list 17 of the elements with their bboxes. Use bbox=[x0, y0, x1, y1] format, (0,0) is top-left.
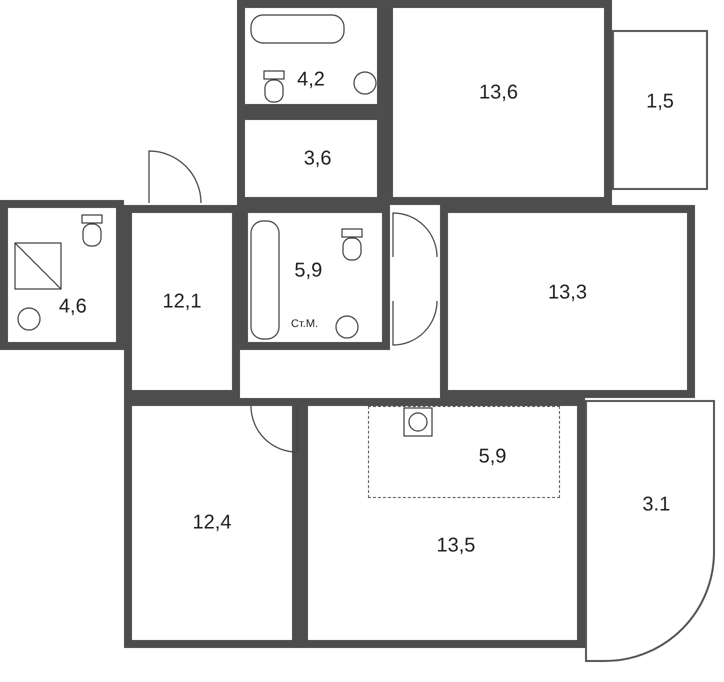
area-label: 13,6 bbox=[479, 82, 518, 105]
area-label: 12,1 bbox=[162, 290, 202, 313]
area-label: 5,9 bbox=[478, 445, 506, 468]
area-label: 1,5 bbox=[646, 90, 674, 114]
balcony bbox=[612, 30, 708, 190]
area-label: 13,3 bbox=[548, 281, 587, 304]
area-label: 4,2 bbox=[297, 68, 325, 92]
appliance-label: Ст.М. bbox=[291, 318, 318, 330]
area-label: 4,6 bbox=[58, 296, 87, 319]
kitchen-zone bbox=[368, 406, 560, 498]
area-label: 5,9 bbox=[294, 260, 322, 283]
balcony bbox=[585, 400, 715, 662]
area-label: 12,4 bbox=[192, 512, 232, 534]
room bbox=[0, 200, 124, 350]
area-label: 13,5 bbox=[436, 534, 476, 558]
area-label: 3.1 bbox=[642, 494, 670, 517]
area-label: 3,6 bbox=[304, 147, 332, 170]
